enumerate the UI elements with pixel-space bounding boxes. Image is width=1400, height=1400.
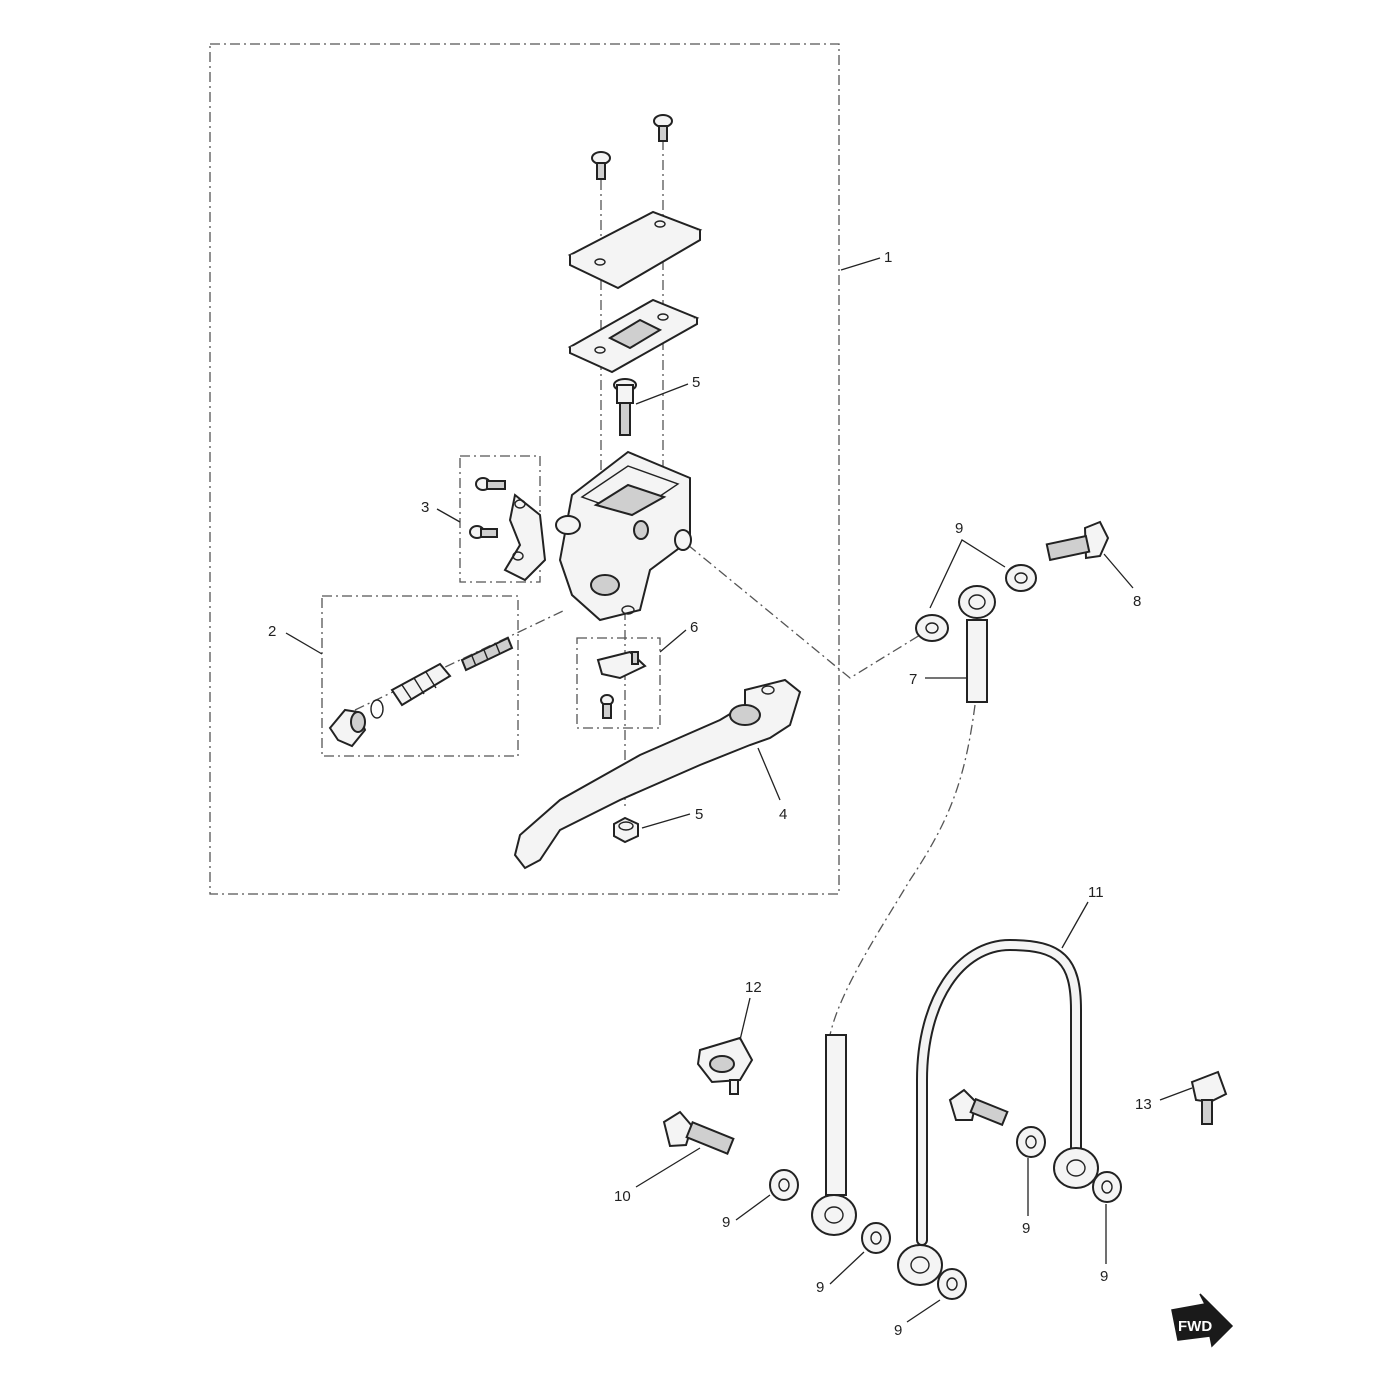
lever-pivot-nut [613,816,639,844]
sealing-washer-upper-right [1005,564,1037,592]
reservoir-cover-screw-left [591,151,611,180]
handlebar-clamp [503,493,547,582]
leader-5b [641,813,691,829]
callout-3: 3 [421,499,429,516]
leader-9a [735,1194,771,1221]
leader-13 [1159,1087,1193,1101]
leader-4 [757,747,781,801]
switch-screw [600,694,614,719]
leader-3 [436,508,461,523]
callout-4: 4 [779,806,787,823]
leader-9c [906,1299,941,1323]
brake-hose-loop [916,938,1082,1246]
piston-assembly [390,662,452,707]
axis-line-piston [354,609,566,711]
callout-1: 1 [884,249,892,266]
axis-line-hose-route [829,704,976,1036]
sealing-washer-upper-left [915,614,949,642]
callout-11: 11 [1088,884,1104,901]
sealing-washer-lower-2 [861,1222,891,1254]
piston-kit-boundary-box [321,595,519,757]
brake-light-switch [596,650,647,680]
piston-boot [328,708,367,748]
callout-7: 7 [909,671,917,688]
callout-2: 2 [268,623,276,640]
assembly-boundary-box [209,43,840,895]
sealing-washer-lower-1 [769,1169,799,1201]
sealing-washer-lower-5 [1092,1171,1122,1203]
leader-10 [635,1147,701,1188]
hose-banjo-lower-middle [897,1244,943,1286]
callout-9-upper: 9 [955,520,963,537]
lever-pivot-bolt [613,378,637,436]
leader-11 [1061,901,1089,949]
upper-brake-hose [958,585,996,703]
reservoir-cover [567,210,703,290]
callout-6: 6 [690,619,698,636]
hose-clip-right [1190,1070,1228,1125]
clamp-bolt-lower [469,525,498,539]
banjo-bolt-lower-right [948,1088,1009,1127]
callout-5-upper: 5 [692,374,700,391]
callout-13: 13 [1135,1096,1152,1113]
callout-9-lower-d: 9 [1022,1220,1030,1237]
callout-8: 8 [1133,593,1141,610]
callout-10: 10 [614,1188,631,1205]
hose-clip-left [696,1036,754,1095]
piston-spring [460,636,514,672]
callout-9-lower-c: 9 [894,1322,902,1339]
master-cylinder-body [555,450,692,622]
brake-hose-lower-left [811,1034,857,1236]
switch-kit-boundary-box [576,637,661,729]
hose-banjo-lower-right [1053,1147,1099,1189]
callout-5-lower: 5 [695,806,703,823]
banjo-bolt-lower-left [662,1110,735,1155]
axis-line-banjo-upper [687,544,921,679]
callout-9-lower-a: 9 [722,1214,730,1231]
reservoir-diaphragm [567,298,700,374]
sealing-washer-lower-4 [1016,1126,1046,1158]
leader-5a [635,383,689,405]
leader-8 [1103,553,1134,589]
forward-direction-label: FWD [1178,1318,1212,1335]
leader-1 [840,257,881,271]
piston-circlip [370,699,384,719]
forward-direction-arrow: FWD [1171,1293,1234,1348]
clamp-bolt-upper [475,477,506,491]
leader-9b [829,1251,865,1285]
callout-12: 12 [745,979,762,996]
callout-9-lower-e: 9 [1100,1268,1108,1285]
sealing-washer-lower-3 [937,1268,967,1300]
brake-lever [513,678,802,870]
leader-9-upper [929,539,1006,609]
reservoir-cover-screw-right [653,114,673,142]
leader-2 [285,632,323,655]
leader-12 [739,997,751,1041]
banjo-bolt-upper [1045,520,1110,562]
callout-9-lower-b: 9 [816,1279,824,1296]
leader-6 [659,629,687,653]
